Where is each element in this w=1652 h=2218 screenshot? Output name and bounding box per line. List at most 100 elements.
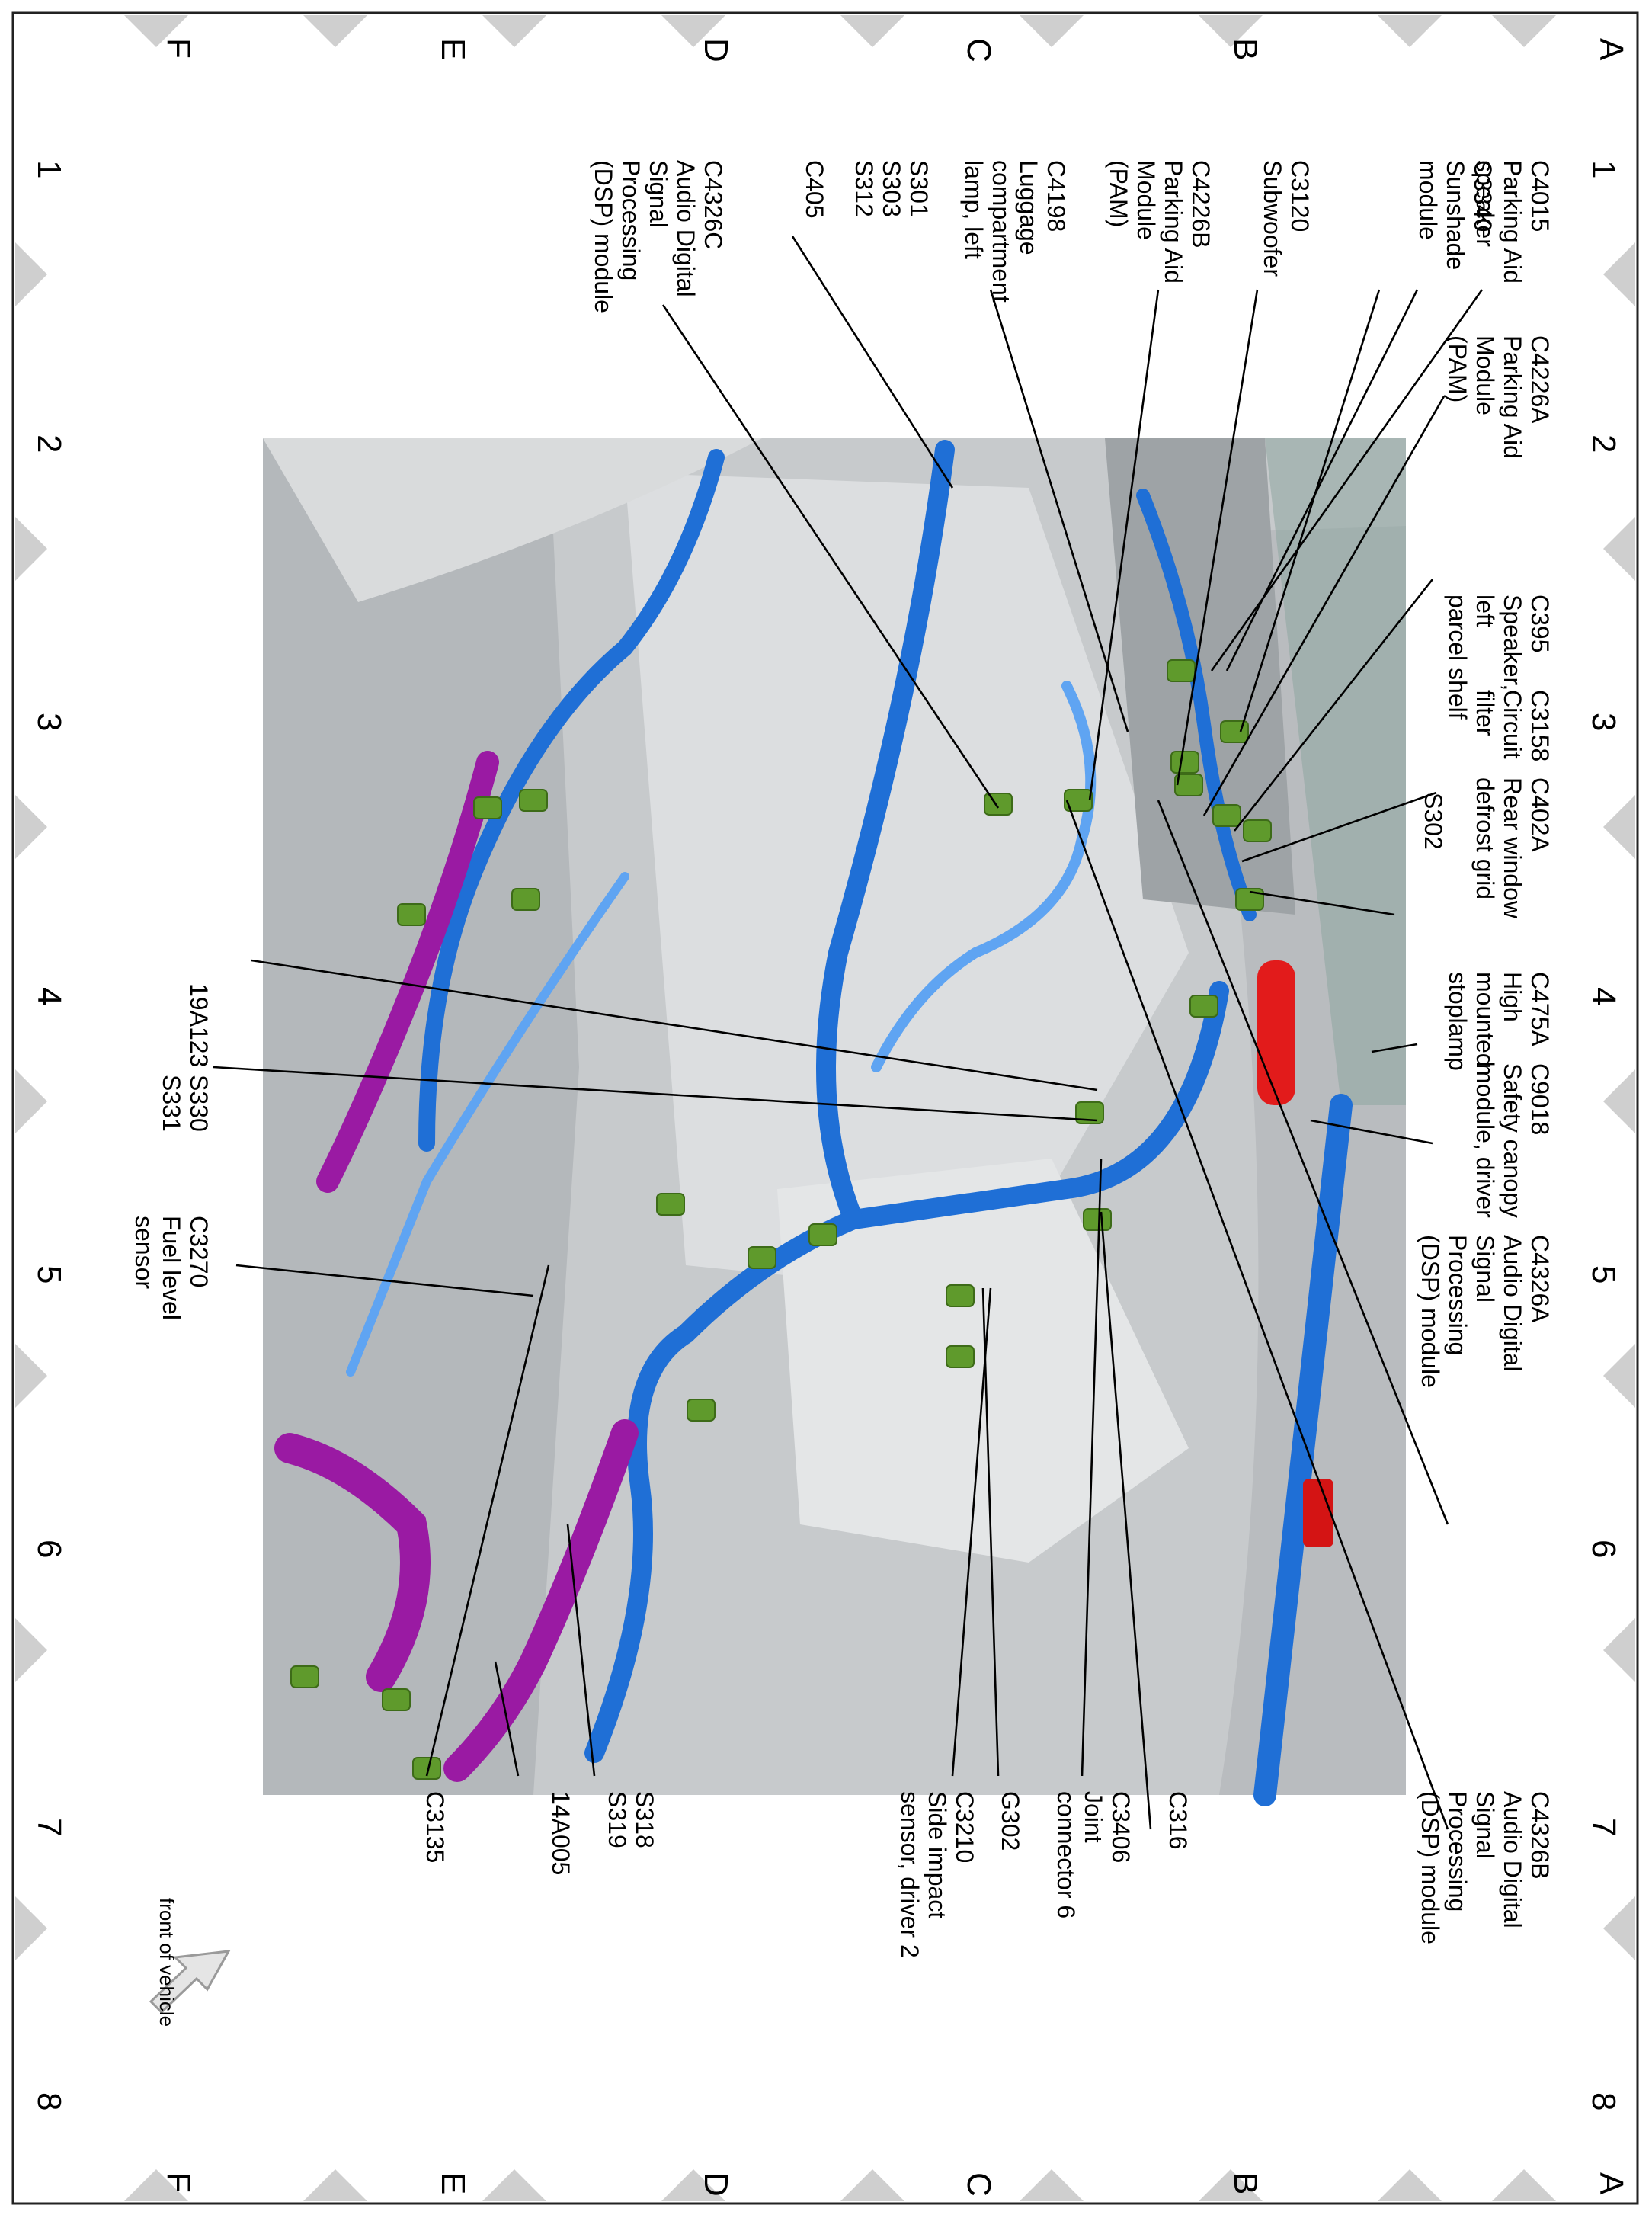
callout-line: Circuit — [1499, 690, 1526, 759]
callout-line: connector 6 — [1052, 1791, 1080, 1918]
callout-line: C3135 — [421, 1791, 449, 1863]
callout-s302: S302 — [1420, 793, 1447, 850]
connector-icon — [1189, 995, 1218, 1018]
callout-line: C405 — [801, 160, 828, 219]
connector-icon — [1170, 751, 1199, 774]
connector-icon — [946, 1284, 975, 1307]
callout-line: C395 — [1526, 595, 1554, 653]
grid-marker-icon — [124, 2169, 188, 2201]
leader-line — [1371, 1043, 1418, 1053]
callout-line: (PAM) — [1444, 335, 1471, 402]
front-arrow-icon — [149, 1950, 231, 2014]
callout-s318: S318S319 — [603, 1791, 658, 1848]
callout-line: S301 — [905, 160, 933, 217]
callout-line: C475A — [1526, 972, 1554, 1047]
leader-line — [1081, 1158, 1103, 1777]
callout-line: 14A005 — [547, 1791, 575, 1875]
leader-line — [494, 1661, 520, 1777]
grid-row-label: F — [160, 38, 197, 59]
callout-line: C3158 — [1526, 690, 1554, 761]
grid-marker-icon — [661, 15, 725, 47]
body-shading-floor — [625, 473, 1189, 1296]
grid-column-label: 6 — [1585, 1540, 1622, 1558]
callout-p19a123: 19A123 — [185, 983, 213, 1067]
harness-shelf-branch — [1136, 489, 1257, 921]
safety-canopy-bracket — [1303, 1479, 1333, 1547]
callout-line: C4326C — [700, 160, 727, 249]
callout-c4198: C4198Luggagecompartmentlamp, left — [960, 160, 1070, 303]
grid-marker-icon — [303, 15, 367, 47]
callout-c3135: C3135 — [421, 1791, 449, 1863]
callout-c3270: C3270Fuel levelsensor — [130, 1216, 213, 1320]
callout-line: Processing — [1444, 1235, 1471, 1355]
leader-line — [235, 1264, 534, 1297]
leader-lines — [213, 236, 1484, 1830]
callout-line: C4326A — [1526, 1235, 1554, 1323]
callout-line: S319 — [603, 1791, 631, 1848]
leader-line — [1241, 791, 1437, 863]
callout-line: Parking Aid — [1499, 160, 1526, 284]
connector-icon — [1167, 659, 1196, 682]
callout-line: Fuel level — [158, 1216, 185, 1320]
callout-line: (DSP) module — [1417, 1791, 1444, 1944]
callout-line: C316 — [1164, 1791, 1192, 1850]
high-mounted-stoplamp — [1257, 960, 1295, 1105]
connector-icon — [808, 1223, 837, 1246]
callout-line: S302 — [1420, 793, 1447, 850]
grid-marker-icon — [1199, 2169, 1263, 2201]
grid-row-label: C — [960, 2172, 997, 2197]
front-of-vehicle-label: front of vehicle — [155, 1898, 178, 2027]
grid-column-label: 2 — [1585, 434, 1622, 453]
callout-c9018: C9018Safety canopymodule, driver — [1471, 1063, 1554, 1218]
rear-window-defrost-grid — [1265, 438, 1406, 1105]
grid-column-label: 3 — [1585, 713, 1622, 731]
callout-line: S331 — [158, 1075, 185, 1132]
grid-marker-icon — [1378, 15, 1442, 47]
callout-line: C3120 — [1286, 160, 1314, 232]
connector-icon — [1243, 819, 1272, 842]
grid-marker-icon — [303, 2169, 367, 2201]
callout-line: filter — [1471, 690, 1499, 736]
grid-marker-icon — [1378, 2169, 1442, 2201]
grid-marker-icon — [1603, 1344, 1635, 1408]
connector-icon — [1220, 720, 1249, 743]
harness-sill-left — [346, 872, 629, 1377]
callout-line: Safety canopy — [1499, 1063, 1526, 1218]
leader-line — [1157, 800, 1449, 1525]
callout-line: C3406 — [1107, 1791, 1135, 1863]
connector-icon — [511, 888, 540, 911]
callout-line: Rear window — [1499, 777, 1526, 919]
callout-c405: C405 — [801, 160, 828, 219]
grid-column-label: 8 — [1585, 2092, 1622, 2111]
grid-marker-icon — [15, 795, 47, 859]
grid-column-label: 7 — [30, 1818, 68, 1836]
callout-c4226a: C4226AParking AidModule(PAM) — [1444, 335, 1554, 459]
leader-line — [1210, 289, 1484, 671]
callout-line: C4198 — [1042, 160, 1070, 232]
callout-line: Joint — [1080, 1791, 1107, 1843]
callout-line: sensor, driver 2 — [896, 1791, 924, 1958]
callout-line: Signal — [1471, 1791, 1499, 1859]
connector-icon — [397, 903, 426, 926]
leader-line — [1202, 396, 1446, 816]
callout-c4326b: C4326BAudio DigitalSignalProcessing(DSP)… — [1417, 1791, 1554, 1944]
callout-line: S330 — [185, 1075, 213, 1132]
callout-line: C3210 — [951, 1791, 978, 1863]
grid-row-label: A — [1593, 2172, 1630, 2195]
callout-line: left — [1471, 595, 1499, 627]
leader-line — [1088, 289, 1160, 801]
vehicle-body-image — [263, 438, 1406, 1806]
callout-line: compartment — [988, 160, 1015, 303]
callout-line: module, driver — [1471, 1063, 1499, 1218]
grid-marker-icon — [15, 1618, 47, 1682]
callout-c4226b: C4226BParking AidModule(PAM) — [1105, 160, 1215, 284]
leader-line — [989, 289, 1129, 732]
front-of-vehicle-indicator: front of vehicle — [149, 1898, 231, 2027]
callout-line: mounted — [1471, 972, 1499, 1067]
grid-column-label: 7 — [1585, 1818, 1622, 1836]
body-shading-well — [777, 1159, 1189, 1563]
connector-icon — [1235, 888, 1264, 911]
connector-icon — [748, 1246, 776, 1269]
callout-line: defrost grid — [1471, 777, 1499, 899]
connector-icon — [473, 796, 502, 819]
